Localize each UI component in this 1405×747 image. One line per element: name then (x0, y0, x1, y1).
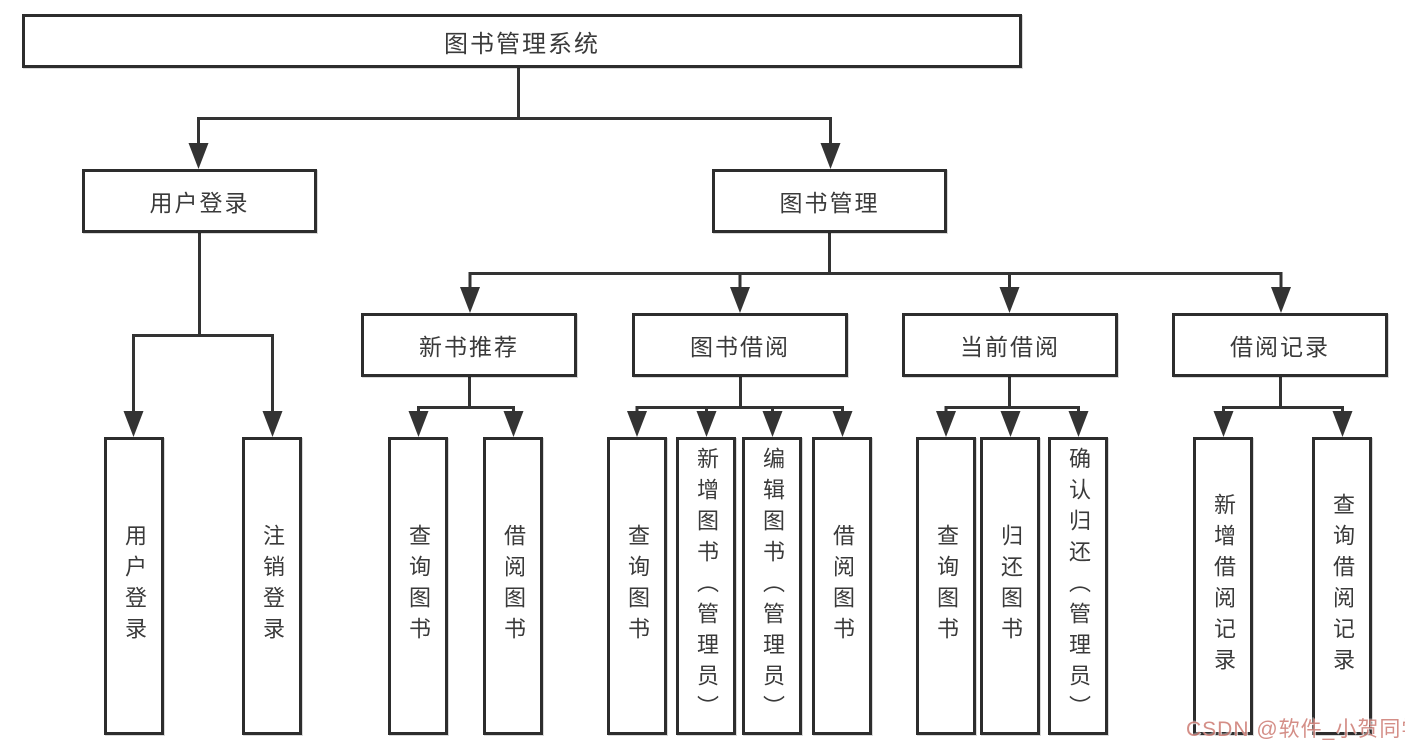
leaf-query-borrow-record: 查询借阅记录 (1312, 437, 1372, 735)
leaf-edit-book-admin-label: 编辑图书（管理员） (760, 446, 785, 726)
leaf-query-book-1-label: 查询图书 (406, 524, 431, 648)
leaf-logout-label: 注销登录 (260, 524, 285, 648)
leaf-user-login: 用户登录 (104, 437, 164, 735)
leaf-query-book-1: 查询图书 (388, 437, 448, 735)
node-borrow-record: 借阅记录 (1172, 313, 1388, 377)
leaf-user-login-label: 用户登录 (122, 524, 147, 648)
leaf-return-book: 归还图书 (980, 437, 1040, 735)
leaf-borrow-book-2: 借阅图书 (812, 437, 872, 735)
leaf-query-book-2: 查询图书 (607, 437, 667, 735)
leaf-add-book-admin-label: 新增图书（管理员） (694, 446, 719, 726)
leaf-confirm-return-admin: 确认归还（管理员） (1048, 437, 1108, 735)
leaf-query-book-3-label: 查询图书 (934, 524, 959, 648)
node-library-management-system: 图书管理系统 (22, 14, 1022, 68)
node-current-borrow: 当前借阅 (902, 313, 1118, 377)
leaf-borrow-book-1: 借阅图书 (483, 437, 543, 735)
node-book-borrow: 图书借阅 (632, 313, 848, 377)
csdn-watermark: CSDN @软件_小贺同学 (1186, 718, 1405, 741)
leaf-add-borrow-record: 新增借阅记录 (1193, 437, 1253, 735)
leaf-edit-book-admin: 编辑图书（管理员） (742, 437, 802, 735)
leaf-confirm-return-admin-label: 确认归还（管理员） (1066, 446, 1091, 726)
leaf-add-borrow-record-label: 新增借阅记录 (1211, 493, 1236, 679)
leaf-return-book-label: 归还图书 (998, 524, 1023, 648)
leaf-borrow-book-1-label: 借阅图书 (501, 524, 526, 648)
leaf-logout: 注销登录 (242, 437, 302, 735)
node-book-management: 图书管理 (712, 169, 947, 233)
node-new-book-recommend: 新书推荐 (361, 313, 577, 377)
node-user-login: 用户登录 (82, 169, 317, 233)
leaf-query-borrow-record-label: 查询借阅记录 (1330, 493, 1355, 679)
leaf-query-book-2-label: 查询图书 (625, 524, 650, 648)
leaf-query-book-3: 查询图书 (916, 437, 976, 735)
leaf-borrow-book-2-label: 借阅图书 (830, 524, 855, 648)
leaf-add-book-admin: 新增图书（管理员） (676, 437, 736, 735)
